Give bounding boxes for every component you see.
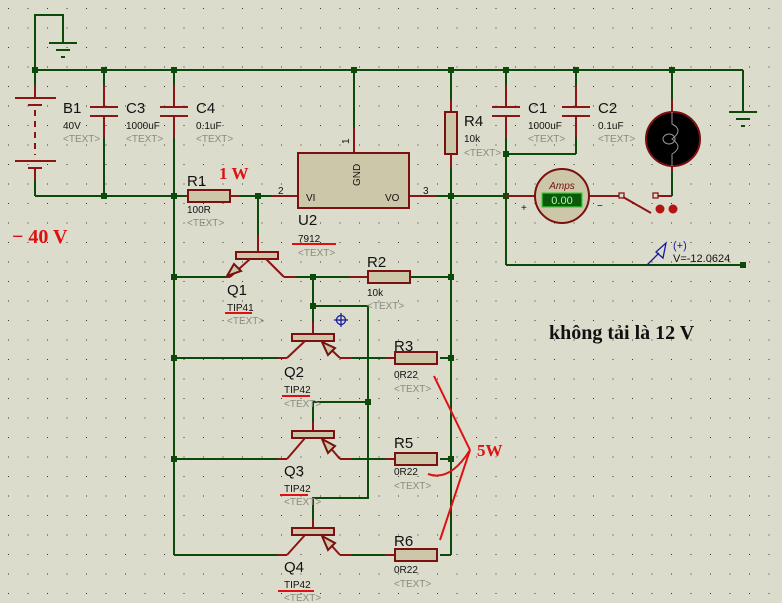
resistor-r3[interactable]: R3 0R22 <TEXT> [385, 338, 438, 395]
ground-icon [49, 42, 77, 58]
lamp-icon[interactable] [645, 100, 701, 172]
resistor-text: <TEXT> [187, 218, 224, 229]
ground-icon [729, 111, 757, 127]
capacitor-c3[interactable]: C3 1000uF <TEXT> [90, 85, 163, 145]
crosshair-icon [334, 313, 348, 327]
capacitor-ref: C4 [196, 100, 215, 117]
voltage-probe[interactable]: (+) V=-12.0624 [646, 240, 730, 266]
ammeter[interactable]: Amps 0.00 + − [506, 168, 622, 224]
transistor-ref: Q2 [284, 364, 304, 381]
probe-icon [646, 241, 668, 266]
ammeter-title: Amps [548, 181, 575, 192]
ammeter-minus: − [597, 201, 603, 212]
transistor-text: <TEXT> [227, 316, 264, 327]
annotation-pointer-lines [427, 375, 471, 541]
resistor-text: <TEXT> [464, 148, 501, 159]
resistor-value: 10k [464, 134, 481, 145]
pin-label-vo: VO [385, 193, 400, 204]
resistor-r5[interactable]: R5 0R22 <TEXT> [385, 435, 438, 492]
transistor-text: <TEXT> [284, 399, 321, 410]
transistor-value: TIP41 [227, 303, 254, 314]
resistor-text: <TEXT> [394, 384, 431, 395]
transistor-q4[interactable]: Q4 TIP42 <TEXT> [278, 520, 352, 603]
resistor-text: <TEXT> [394, 481, 431, 492]
capacitor-c4[interactable]: C4 0.1uF <TEXT> [160, 85, 233, 145]
capacitor-text: <TEXT> [528, 134, 565, 145]
transistor-ref: Q3 [284, 463, 304, 480]
capacitor-text: <TEXT> [598, 134, 635, 145]
resistor-text: <TEXT> [394, 579, 431, 590]
regulator-u2[interactable]: 1 2 3 VI VO GND U2 7912 <TEXT> [272, 128, 436, 259]
resistor-ref: R5 [394, 435, 413, 452]
resistor-ref: R2 [367, 254, 386, 271]
capacitor-c2[interactable]: C2 0.1uF <TEXT> [562, 85, 635, 145]
capacitor-value: 1000uF [126, 121, 160, 132]
resistor-text: <TEXT> [367, 301, 404, 312]
annotation-r1-power: 1 W [219, 164, 248, 183]
transistor-value: TIP42 [284, 580, 311, 591]
resistor-r2[interactable]: R2 10k <TEXT> [350, 254, 411, 312]
resistor-ref: R6 [394, 533, 413, 550]
transistor-text: <TEXT> [284, 497, 321, 508]
transistor-ref: Q1 [227, 282, 247, 299]
pin-label-vi: VI [306, 193, 315, 204]
junctions [32, 67, 746, 462]
capacitor-ref: C3 [126, 100, 145, 117]
switch[interactable] [618, 192, 678, 214]
resistor-r1[interactable]: R1 100R <TEXT> [185, 173, 240, 229]
transistor-text: <TEXT> [284, 593, 321, 603]
capacitor-value: 0.1uF [196, 121, 222, 132]
regulator-ref: U2 [298, 212, 317, 229]
transistor-ref: Q4 [284, 559, 304, 576]
probe-reading: V=-12.0624 [673, 253, 730, 265]
battery-value: 40V [63, 121, 81, 132]
pin-number: 1 [341, 138, 352, 144]
resistor-ref: R1 [187, 173, 206, 190]
resistor-value: 0R22 [394, 467, 418, 478]
transistor-value: TIP42 [284, 385, 311, 396]
capacitor-c1[interactable]: C1 1000uF <TEXT> [492, 85, 565, 145]
resistor-ref: R4 [464, 113, 483, 130]
capacitor-ref: C2 [598, 100, 617, 117]
capacitor-value: 0.1uF [598, 121, 624, 132]
resistor-value: 100R [187, 205, 211, 216]
pin-label-gnd: GND [352, 164, 363, 186]
resistor-value: 0R22 [394, 370, 418, 381]
switch-button-icon[interactable] [655, 204, 665, 214]
resistor-r6[interactable]: R6 0R22 <TEXT> [385, 533, 438, 590]
transistor-value: TIP42 [284, 484, 311, 495]
capacitor-ref: C1 [528, 100, 547, 117]
capacitor-value: 1000uF [528, 121, 562, 132]
transistor-q3[interactable]: Q3 TIP42 <TEXT> [278, 422, 352, 508]
pin-number: 2 [278, 186, 284, 197]
annotation-no-load-note: không tải là 12 V [549, 322, 695, 344]
regulator-text: <TEXT> [298, 248, 335, 259]
probe-polarity: (+) [673, 240, 687, 252]
wires [34, 14, 744, 556]
pin-number: 3 [423, 186, 429, 197]
resistor-value: 0R22 [394, 565, 418, 576]
ammeter-reading: 0.00 [551, 195, 572, 207]
regulator-value: 7912 [298, 234, 321, 245]
transistor-q1[interactable]: Q1 TIP41 <TEXT> [224, 236, 296, 327]
capacitor-text: <TEXT> [196, 134, 233, 145]
capacitor-text: <TEXT> [126, 134, 163, 145]
battery-ref: B1 [63, 100, 81, 117]
ammeter-plus: + [521, 203, 527, 214]
resistor-value: 10k [367, 288, 384, 299]
switch-button-icon[interactable] [668, 204, 678, 214]
resistor-r4[interactable]: R4 10k <TEXT> [444, 100, 501, 167]
battery-text: <TEXT> [63, 134, 100, 145]
annotation-supply-voltage: − 40 V [12, 226, 68, 248]
resistor-ref: R3 [394, 338, 413, 355]
battery-b1[interactable]: B1 40V <TEXT> [15, 85, 100, 180]
annotation-emitter-power: 5W [477, 441, 503, 460]
transistor-q2[interactable]: Q2 TIP42 <TEXT> [278, 322, 352, 410]
